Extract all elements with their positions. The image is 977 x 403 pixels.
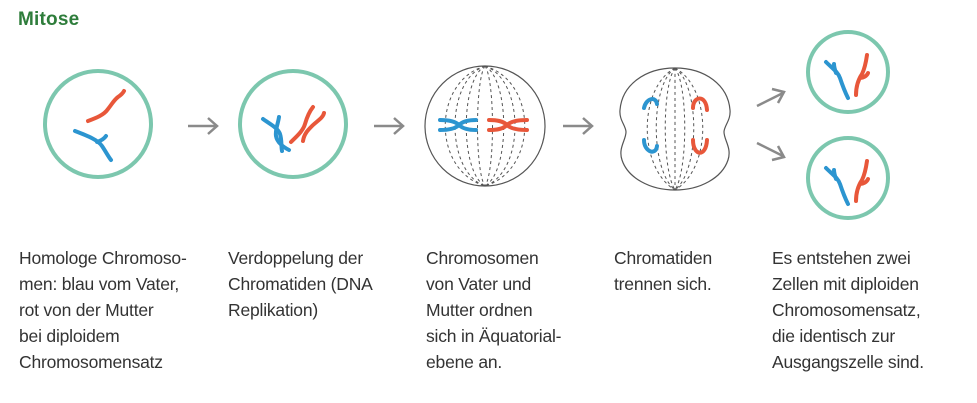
paternal-chromosome (73, 129, 113, 162)
arrow-3 (563, 117, 594, 135)
maternal-chromosome (854, 53, 869, 97)
diagram-title: Mitose (18, 9, 80, 30)
maternal-chromatids-separating (691, 96, 709, 155)
paternal-chromosome-tip (832, 168, 838, 181)
arrow-shaft (756, 141, 784, 158)
paternal-chromosome-tip (832, 62, 838, 75)
maternal-chromosome-equator (487, 118, 529, 132)
caption-equatorial-alignment: Chromosomen von Vater und Mutter ordnen … (426, 248, 562, 372)
maternal-chromosome-tip (858, 177, 870, 186)
caption-chromatid-duplication: Verdoppelung der Chromatiden (DNA Replik… (228, 248, 373, 320)
maternal-chromosome (86, 89, 126, 123)
arrow-lower (756, 141, 786, 162)
mitosis-diagram (43, 30, 890, 220)
arrow-head (393, 117, 405, 135)
daughter-cell-upper (806, 30, 890, 114)
paternal-chromosome-tip (95, 134, 108, 144)
paternal-chromosome (824, 166, 850, 206)
stage-4-cell (619, 67, 731, 191)
arrow-head (771, 87, 786, 104)
arrow-head (582, 117, 594, 135)
caption-daughter-cells: Es entstehen zwei Zellen mit diploiden C… (772, 248, 924, 372)
spindle-fibers (646, 67, 704, 191)
caption-chromatid-separation: Chromatiden trennen sich. (614, 248, 712, 294)
arrow-upper (756, 87, 786, 108)
paternal-chromatids-separating (642, 97, 659, 154)
maternal-chromatid-a (289, 105, 315, 144)
arrow-shaft (756, 91, 784, 108)
maternal-chromosome-tip (858, 71, 870, 80)
stage-3-cell (424, 65, 546, 187)
paternal-chromatid-b (273, 115, 291, 152)
stage-2-cell (238, 69, 348, 179)
arrow-2 (374, 117, 405, 135)
arrow-1 (188, 117, 219, 135)
cell-membrane (806, 136, 890, 220)
maternal-chromatid-b (301, 111, 326, 143)
maternal-chromosome (854, 159, 869, 203)
paternal-chromosome (824, 60, 850, 100)
daughter-cell-lower (806, 136, 890, 220)
paternal-chromosome-equator (438, 118, 478, 132)
arrow-head (771, 145, 786, 162)
cell-membrane (238, 69, 348, 179)
cell-membrane-metaphase (424, 65, 546, 187)
stage-1-cell (43, 69, 153, 179)
caption-homologous-chromosomes: Homologe Chromoso- men: blau vom Vater, … (19, 248, 187, 372)
arrow-head (207, 117, 219, 135)
cell-membrane (43, 69, 153, 179)
cell-membrane (806, 30, 890, 114)
spindle-fibers (444, 65, 526, 187)
